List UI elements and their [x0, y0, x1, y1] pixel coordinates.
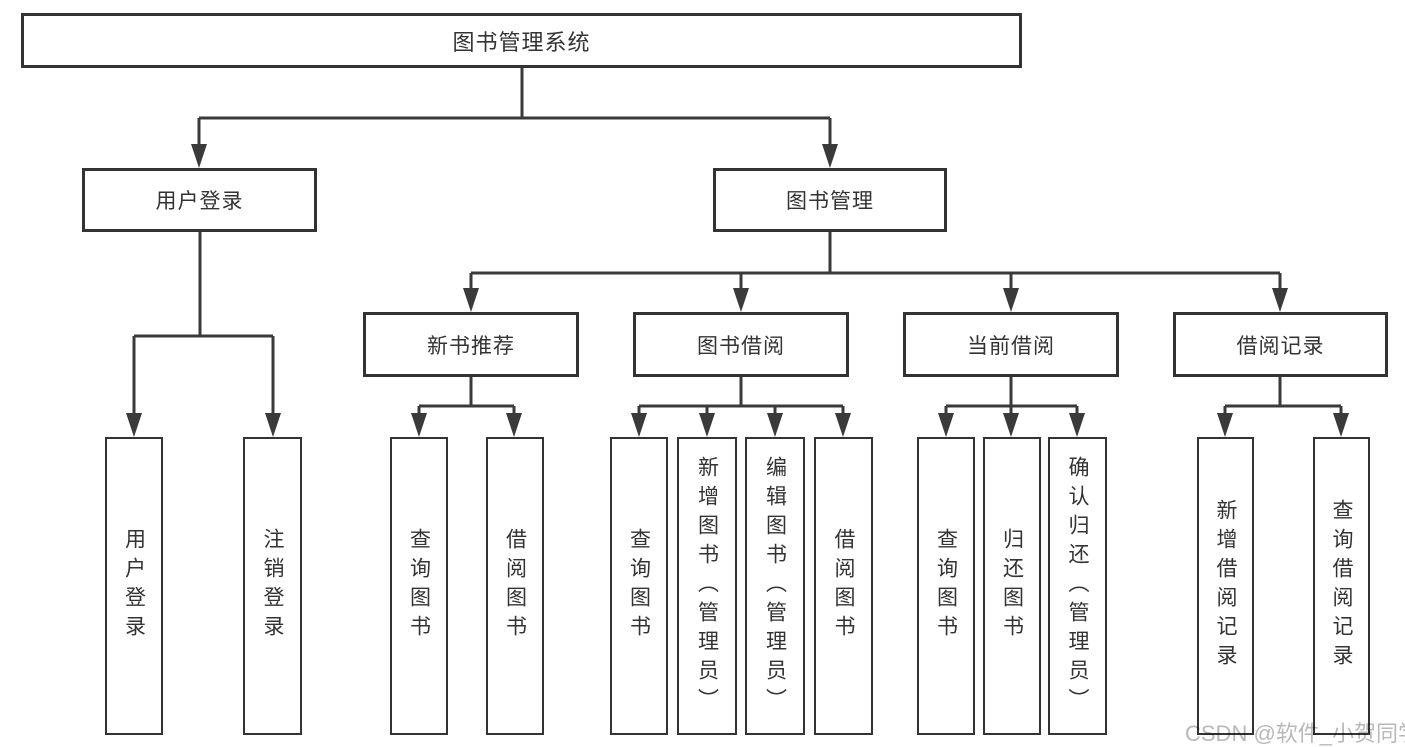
tree-branch-lines: [132, 68, 1343, 416]
leaf-label: 归还图书: [1000, 528, 1024, 644]
leaf-label: 查询图书: [934, 528, 958, 644]
arrow-down-icon: [1333, 413, 1349, 437]
leaf-search-books-borrow: 查询图书: [610, 437, 668, 735]
leaf-borrow-books-recommend: 借阅图书: [486, 437, 544, 735]
leaf-add-book-admin: 新增图书（管理员）: [677, 437, 737, 735]
node-borrow-records: 借阅记录: [1173, 312, 1388, 377]
leaf-label: 查询图书: [627, 528, 651, 644]
leaf-label: 新增借阅记录: [1214, 499, 1237, 673]
leaf-label: 借阅图书: [832, 528, 855, 644]
arrow-down-icon: [938, 413, 954, 437]
node-user-login: 用户登录: [82, 168, 317, 232]
arrow-down-icon: [733, 288, 749, 312]
arrow-down-icon: [126, 413, 142, 437]
arrow-down-icon: [1217, 413, 1233, 437]
leaf-search-books-current: 查询图书: [917, 437, 975, 735]
leaf-label: 用户登录: [122, 528, 146, 644]
arrow-down-icon: [1003, 288, 1019, 312]
arrow-down-icon: [506, 413, 522, 437]
arrow-down-icon: [265, 413, 281, 437]
arrow-down-icon: [767, 413, 783, 437]
leaf-add-borrow-record: 新增借阅记录: [1197, 437, 1254, 735]
leaf-user-login: 用户登录: [105, 437, 163, 735]
arrow-down-icon: [1003, 413, 1019, 437]
leaf-label: 查询借阅记录: [1330, 499, 1353, 673]
leaf-label: 借阅图书: [503, 528, 527, 644]
watermark: CSDN @软件_小贺同学: [1185, 721, 1405, 746]
node-book-management: 图书管理: [713, 168, 947, 232]
node-new-book-recommend: 新书推荐: [363, 312, 579, 377]
arrow-down-icon: [631, 413, 647, 437]
leaf-search-borrow-record: 查询借阅记录: [1313, 437, 1370, 735]
leaf-label: 查询图书: [407, 528, 431, 644]
leaf-label: 编辑图书（管理员）: [763, 455, 787, 717]
arrow-down-icon: [835, 413, 851, 437]
arrow-down-icon: [1272, 288, 1288, 312]
leaf-return-books: 归还图书: [983, 437, 1041, 735]
arrow-down-icon: [699, 413, 715, 437]
leaf-edit-book-admin: 编辑图书（管理员）: [745, 437, 805, 735]
leaf-label: 新增图书（管理员）: [695, 455, 719, 717]
arrow-down-icon: [191, 144, 207, 168]
node-current-borrow: 当前借阅: [903, 312, 1119, 377]
arrow-down-icon: [1069, 413, 1085, 437]
arrow-down-icon: [411, 413, 427, 437]
leaf-label: 确认归还（管理员）: [1066, 455, 1089, 717]
leaf-confirm-return-admin: 确认归还（管理员）: [1048, 437, 1107, 735]
leaf-search-books-recommend: 查询图书: [390, 437, 448, 735]
arrow-down-icon: [463, 288, 479, 312]
arrow-down-icon: [822, 144, 838, 168]
root-node-library-system: 图书管理系统: [21, 13, 1022, 68]
node-book-borrow: 图书借阅: [633, 312, 849, 377]
leaf-label: 注销登录: [261, 528, 284, 644]
leaf-logout: 注销登录: [243, 437, 302, 735]
leaf-borrow-books: 借阅图书: [814, 437, 873, 735]
